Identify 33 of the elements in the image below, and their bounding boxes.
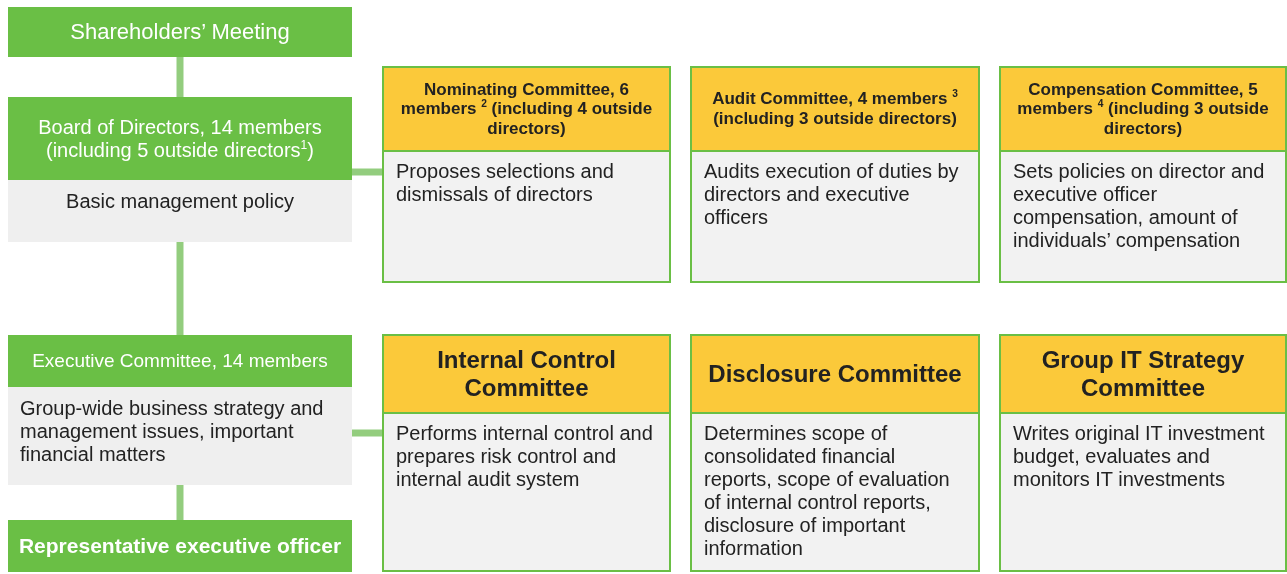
- box-title: Representative executive officer: [18, 534, 342, 558]
- committee-card: [382, 334, 671, 572]
- card-heading: Disclosure Committee: [692, 336, 978, 414]
- card-description: Writes original IT investment budget, evaluates and monitors IT investments: [1012, 421, 1266, 491]
- card-description: Group-wide business strategy and management issues, important financial matters: [19, 396, 325, 467]
- committee-card: [382, 66, 671, 283]
- connector-line: [352, 429, 382, 437]
- card-description: Sets policies on director and executive officer compensation, amount of individuals’ compensation: [1012, 159, 1266, 252]
- card-description: Determines scope of consolidated financial reports, scope of evaluation of internal control reports, disclosure of important information: [703, 421, 951, 560]
- box-title: Shareholders’ Meeting: [70, 19, 290, 45]
- card-heading: Board of Directors, 14 members (including 5 outside directors$^{1}$): [8, 97, 352, 180]
- card-heading: Executive Committee, 14 members: [8, 335, 352, 387]
- card-description: Basic management policy: [65, 189, 295, 214]
- org-box: [8, 520, 352, 572]
- org-box: [8, 7, 352, 57]
- card-heading: Nominating Committee, 6 members $^{2}$ (including 4 outside directors): [384, 68, 669, 152]
- connector-line: [176, 57, 184, 97]
- card-heading: Internal Control Committee: [384, 336, 669, 414]
- committee-card: [999, 66, 1287, 283]
- card-heading: Group IT Strategy Committee: [1001, 336, 1285, 414]
- committee-card: [690, 334, 980, 572]
- card-heading: Audit Committee, 4 members $^{3}$ (including 3 outside directors): [692, 68, 978, 152]
- connector-line: [176, 242, 184, 335]
- connector-line: [352, 168, 382, 176]
- card-heading: Compensation Committee, 5 members $^{4}$ (including 3 outside directors): [1001, 68, 1285, 152]
- connector-line: [176, 485, 184, 520]
- card-description: Audits execution of duties by directors and executive officers: [703, 159, 960, 229]
- committee-card: [690, 66, 980, 283]
- card-description: Proposes selections and dismissals of directors: [395, 159, 615, 206]
- org-box: [8, 97, 352, 242]
- committee-card: [999, 334, 1287, 572]
- card-description: Performs internal control and prepares risk control and internal audit system: [395, 421, 654, 491]
- org-box: [8, 335, 352, 485]
